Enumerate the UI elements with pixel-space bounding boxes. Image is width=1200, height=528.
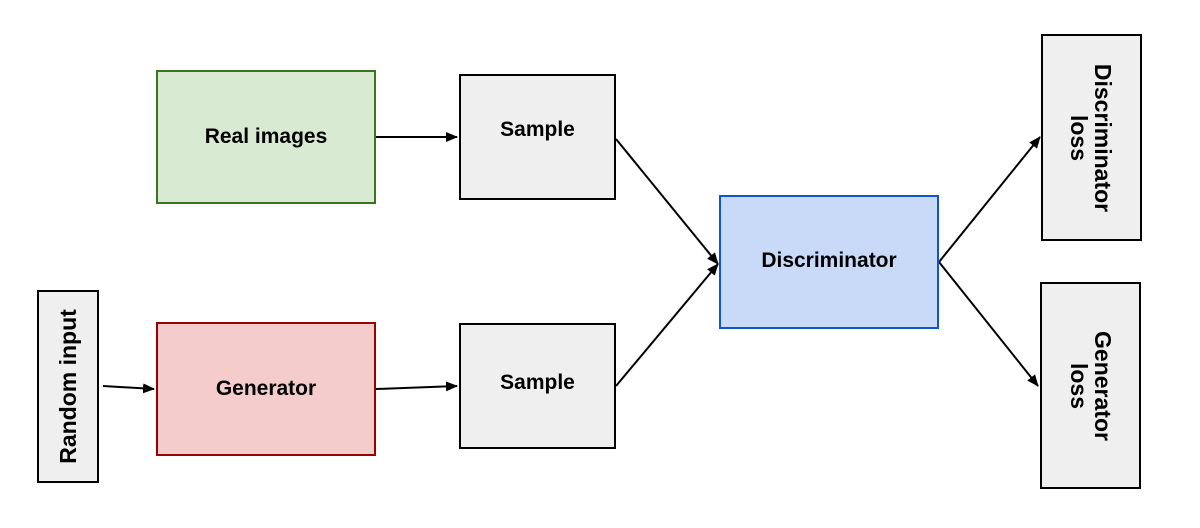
sample-top-node: Sample (459, 74, 616, 200)
generator-loss-label: Generator loss (1065, 330, 1116, 441)
real-images-node: Real images (156, 70, 376, 204)
random-input-label: Random input (54, 309, 81, 464)
generator-loss-line-1: Generator (1089, 330, 1116, 441)
discriminator-label: Discriminator (761, 248, 897, 272)
discriminator-node: Discriminator (719, 195, 939, 329)
sample-bottom-node: Sample (459, 323, 616, 449)
discriminator-loss-line-2: loss (1066, 114, 1093, 161)
generator-label: Generator (215, 377, 317, 400)
generator-node: Generator (156, 322, 376, 456)
arrow-sample-top-to-discriminator (615, 138, 719, 265)
discriminator-loss-node: Discriminator loss (1041, 34, 1142, 241)
generator-loss-node: Generator loss (1040, 282, 1141, 489)
random-input-node: Random input (37, 290, 99, 483)
discriminator-loss-label: Discriminator loss (1066, 63, 1117, 212)
arrow-discriminator-to-discriminator-loss (938, 136, 1041, 263)
arrow-sample-bottom-to-discriminator (615, 263, 719, 387)
arrow-random-input-to-generator (102, 383, 155, 394)
real-images-label: Real images (204, 125, 328, 148)
sample-top-label: Sample (500, 118, 575, 141)
generator-loss-line-2: loss (1065, 362, 1092, 409)
arrow-generator-to-sample (375, 381, 458, 392)
sample-bottom-label: Sample (500, 370, 575, 394)
arrow-discriminator-to-generator-loss (938, 261, 1039, 387)
discriminator-loss-line-1: Discriminator (1090, 63, 1117, 212)
